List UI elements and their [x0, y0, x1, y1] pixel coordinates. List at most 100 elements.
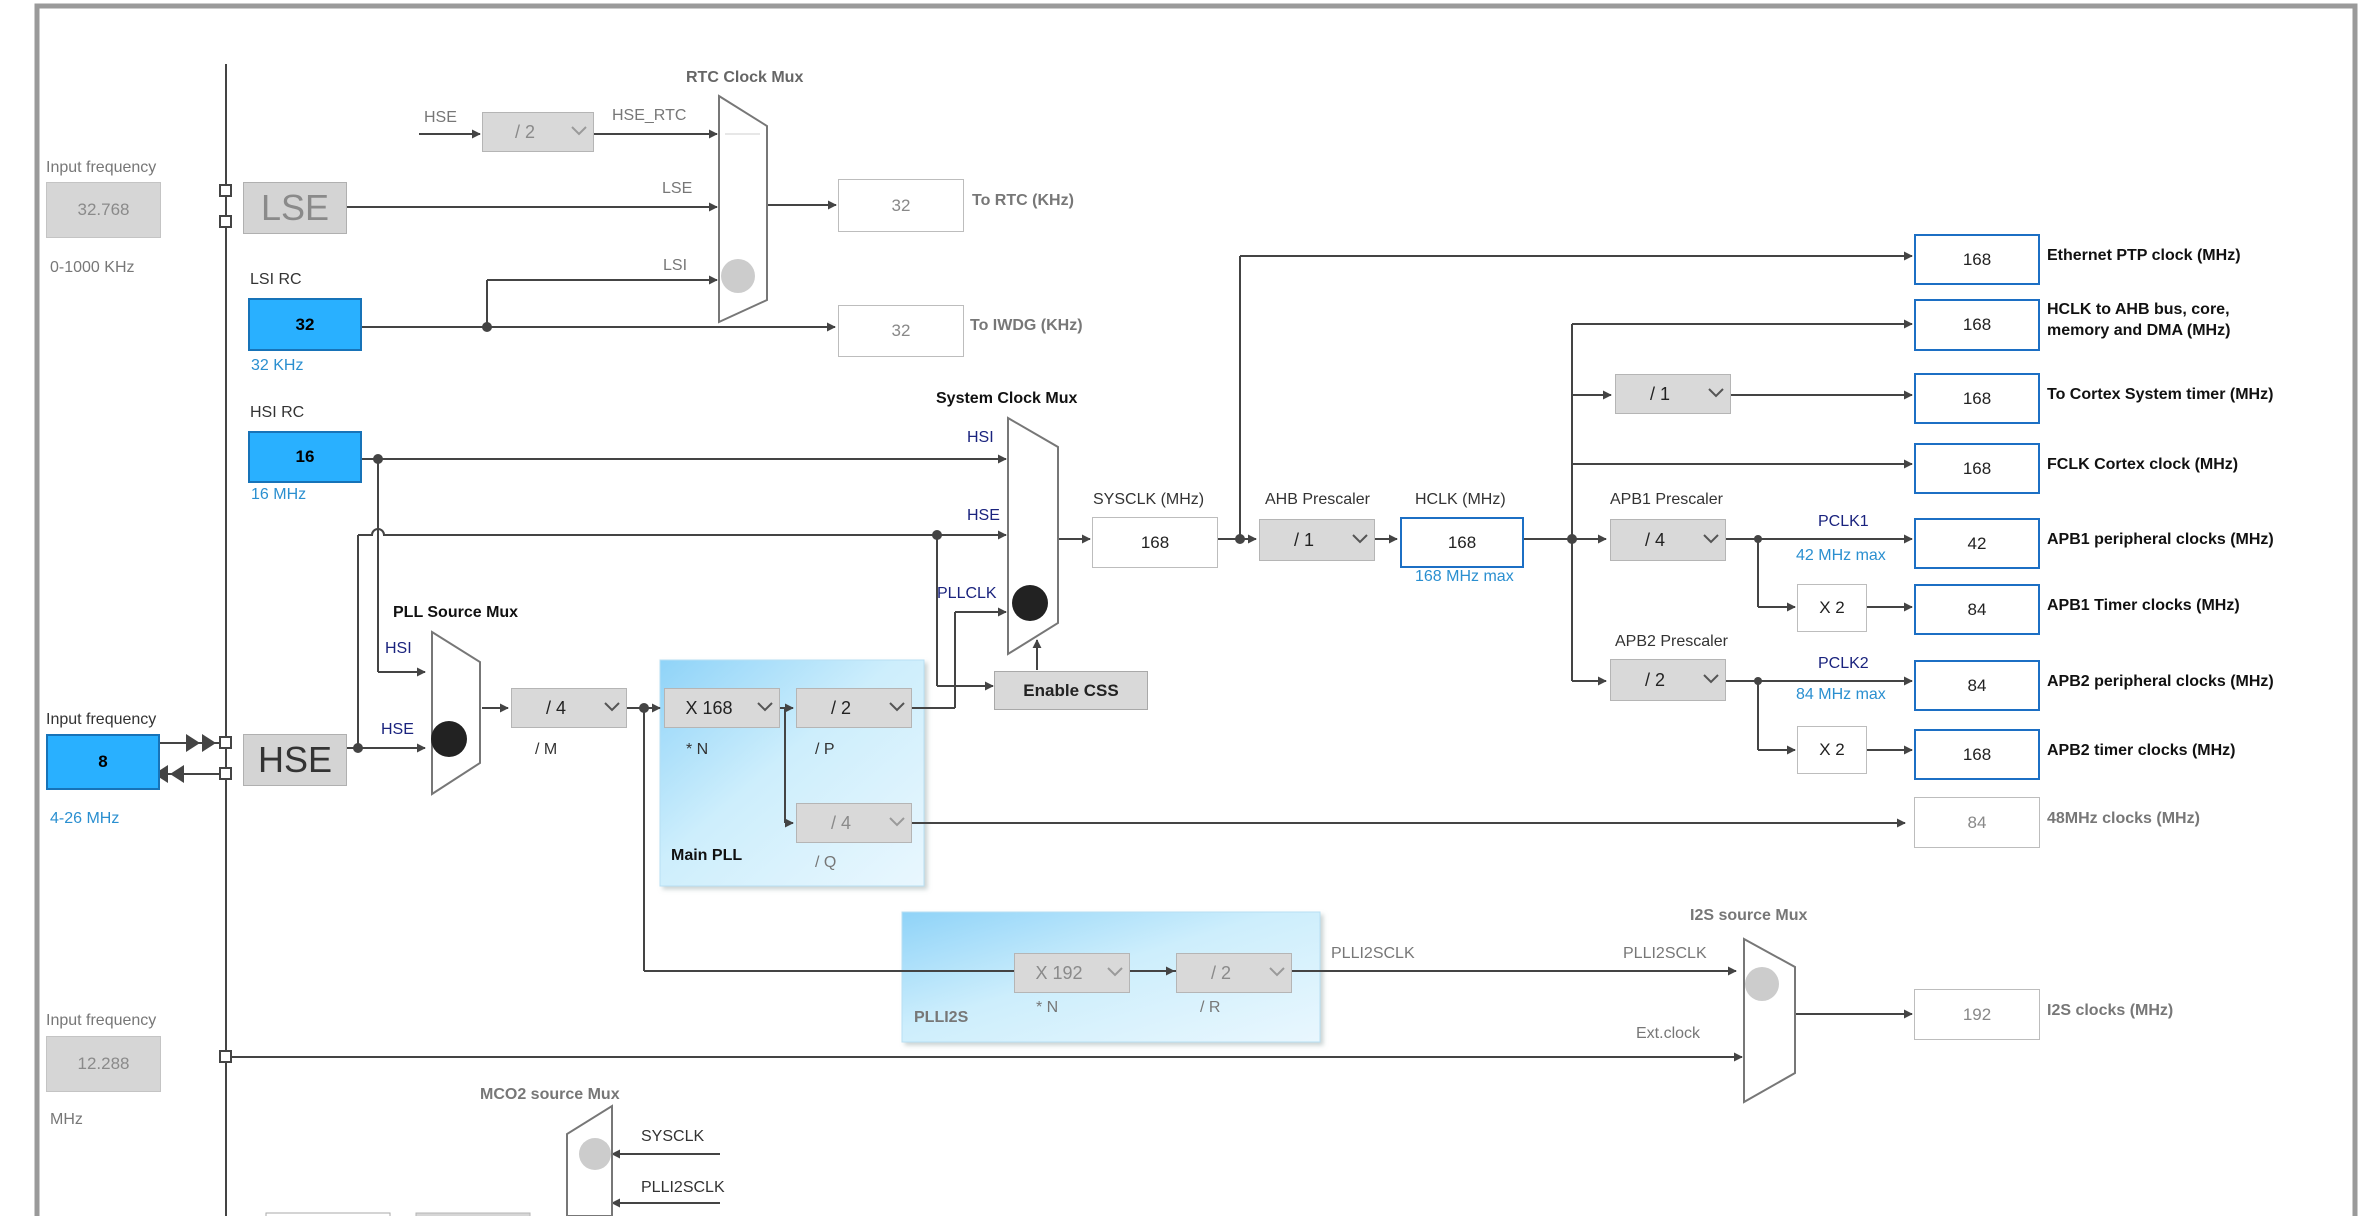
enable-css-button[interactable]: Enable CSS — [994, 671, 1148, 710]
plli2s-n-multiplier-dropdown[interactable]: X 192 — [1014, 953, 1130, 993]
hse-rtc-divider-value: / 2 — [514, 121, 535, 142]
pll-p-divider-value: / 2 — [830, 697, 851, 718]
pll-m-divider-dropdown[interactable]: / 4 — [511, 688, 627, 728]
pll-m-divider-value: / 4 — [545, 697, 566, 718]
i2s-mux-shape — [1743, 937, 1796, 1104]
apb2-peripheral-clock-label: APB2 peripheral clocks (MHz) — [2047, 673, 2274, 690]
apb1-peripheral-clock-label: APB1 peripheral clocks (MHz) — [2047, 531, 2274, 548]
hsi-rc-label: HSI RC — [250, 404, 305, 421]
clock-48mhz-value: 84 — [1914, 797, 2040, 848]
lsi-rc-label: LSI RC — [250, 271, 302, 288]
hclk-ahb-value[interactable]: 168 — [1914, 299, 2040, 351]
pll-p-divider-dropdown[interactable]: / 2 — [796, 688, 912, 728]
apb2-timer-multiplier: X 2 — [1797, 726, 1867, 774]
i2s-clock-value: 192 — [1914, 989, 2040, 1040]
apb1-timer-multiplier: X 2 — [1797, 584, 1867, 632]
chevron-down-icon — [1269, 967, 1285, 977]
hse-rtc-divider-dropdown[interactable]: / 2 — [482, 112, 594, 152]
apb2-prescaler-dropdown[interactable]: / 2 — [1610, 659, 1726, 701]
hsi-unit-label: 16 MHz — [251, 486, 307, 503]
apb2-prescaler-label: APB2 Prescaler — [1615, 633, 1728, 650]
hclk-ahb-label: HCLK to AHB bus, core, — [2047, 301, 2230, 318]
plli2s-r-label: / R — [1200, 999, 1221, 1016]
sysmux-hse-label: HSE — [967, 507, 1000, 524]
system-clock-mux-title: System Clock Mux — [936, 390, 1078, 407]
ext-input-frequency-label: Input frequency — [46, 1012, 157, 1029]
cortex-timer-divider-value: / 1 — [1649, 383, 1670, 404]
i2s-mux-plli2sclk-label: PLLI2SCLK — [1623, 945, 1707, 962]
pll-q-divider-dropdown[interactable]: / 4 — [796, 803, 912, 843]
pll-source-mux-title: PLL Source Mux — [393, 604, 519, 621]
plli2s-n-label: * N — [1036, 999, 1059, 1016]
pll-m-label: / M — [535, 741, 558, 758]
plli2s-title: PLLI2S — [914, 1009, 969, 1026]
pll-n-label: * N — [686, 741, 709, 758]
hse-input-frequency-field[interactable]: 8 — [46, 734, 160, 790]
ethernet-ptp-clock-value[interactable]: 168 — [1914, 234, 2040, 285]
sysmux-pllclk-label: PLLCLK — [937, 585, 997, 602]
fclk-cortex-value[interactable]: 168 — [1914, 443, 2040, 494]
apb1-timer-clock-label: APB1 Timer clocks (MHz) — [2047, 597, 2240, 614]
hclk-max-label: 168 MHz max — [1415, 568, 1514, 585]
cortex-system-timer-value[interactable]: 168 — [1914, 373, 2040, 424]
hse-input-frequency-label: Input frequency — [46, 711, 157, 728]
ext-input-frequency-field[interactable]: 12.288 — [46, 1036, 161, 1092]
pllsrc-hse-label: HSE — [381, 721, 414, 738]
i2s-mux-ext-clock-label: Ext.clock — [1636, 1025, 1701, 1042]
chevron-down-icon — [604, 702, 620, 712]
cortex-timer-divider-dropdown[interactable]: / 1 — [1615, 374, 1731, 414]
iwdg-output-label: To IWDG (KHz) — [970, 317, 1083, 334]
hsi-rc-value-box: 16 — [248, 431, 362, 483]
pll-q-label: / Q — [815, 854, 837, 871]
pll-n-multiplier-dropdown[interactable]: X 168 — [664, 688, 780, 728]
lse-oscillator-block[interactable]: LSE — [243, 182, 347, 234]
mco2-sysclk-label: SYSCLK — [641, 1128, 705, 1145]
rtc-hse-input-label: HSE — [424, 109, 457, 126]
plli2s-n-multiplier-value: X 192 — [1035, 962, 1083, 983]
chevron-down-icon — [889, 702, 905, 712]
pclk1-label: PCLK1 — [1818, 513, 1869, 530]
apb2-peripheral-clock-value[interactable]: 84 — [1914, 660, 2040, 711]
ahb-prescaler-dropdown[interactable]: / 1 — [1259, 519, 1375, 561]
lsi-unit-label: 32 KHz — [251, 357, 304, 374]
rtc-output-label: To RTC (KHz) — [972, 192, 1074, 209]
rtc-mux-title: RTC Clock Mux — [686, 69, 804, 86]
apb1-prescaler-dropdown[interactable]: / 4 — [1610, 519, 1726, 561]
chevron-down-icon — [1703, 674, 1719, 684]
pll-q-divider-value: / 4 — [830, 812, 851, 833]
hse-rtc-label: HSE_RTC — [612, 107, 687, 124]
mco2-plli2sclk-label: PLLI2SCLK — [641, 1179, 725, 1196]
lsi-rc-value-box: 32 — [248, 298, 362, 351]
chevron-down-icon — [1703, 534, 1719, 544]
rtc-lse-label: LSE — [662, 180, 693, 197]
hclk-value-field[interactable]: 168 — [1400, 517, 1524, 568]
chevron-down-icon — [889, 817, 905, 827]
diagram-frame — [34, 3, 2358, 1216]
chevron-down-icon — [1708, 388, 1724, 398]
ahb-prescaler-label: AHB Prescaler — [1265, 491, 1370, 508]
hse-range-label: 4-26 MHz — [50, 810, 120, 827]
apb2-timer-clock-value[interactable]: 168 — [1914, 729, 2040, 780]
plli2s-r-divider-dropdown[interactable]: / 2 — [1176, 953, 1292, 993]
ahb-prescaler-value: / 1 — [1293, 529, 1314, 550]
rtc-lsi-label: LSI — [663, 257, 688, 274]
pll-p-label: / P — [815, 741, 835, 758]
main-pll-title: Main PLL — [671, 847, 743, 864]
apb1-prescaler-label: APB1 Prescaler — [1610, 491, 1723, 508]
hse-oscillator-block[interactable]: HSE — [243, 734, 347, 786]
chevron-down-icon — [1352, 534, 1368, 544]
lse-input-frequency-field[interactable]: 32.768 — [46, 182, 161, 238]
pll-n-multiplier-value: X 168 — [685, 697, 733, 718]
apb2-max-label: 84 MHz max — [1796, 686, 1886, 703]
apb1-timer-clock-value[interactable]: 84 — [1914, 584, 2040, 635]
apb1-peripheral-clock-value[interactable]: 42 — [1914, 518, 2040, 569]
apb2-prescaler-value: / 2 — [1644, 669, 1665, 690]
sysclk-value-box: 168 — [1092, 517, 1218, 568]
lse-range-label: 0-1000 KHz — [50, 259, 135, 276]
i2s-source-mux-title: I2S source Mux — [1690, 907, 1808, 924]
fclk-cortex-label: FCLK Cortex clock (MHz) — [2047, 456, 2239, 473]
mco2-source-mux-title: MCO2 source Mux — [480, 1086, 620, 1103]
pll-source-mux-shape — [431, 630, 481, 796]
lse-input-frequency-label: Input frequency — [46, 159, 157, 176]
sysmux-hsi-label: HSI — [967, 429, 994, 446]
